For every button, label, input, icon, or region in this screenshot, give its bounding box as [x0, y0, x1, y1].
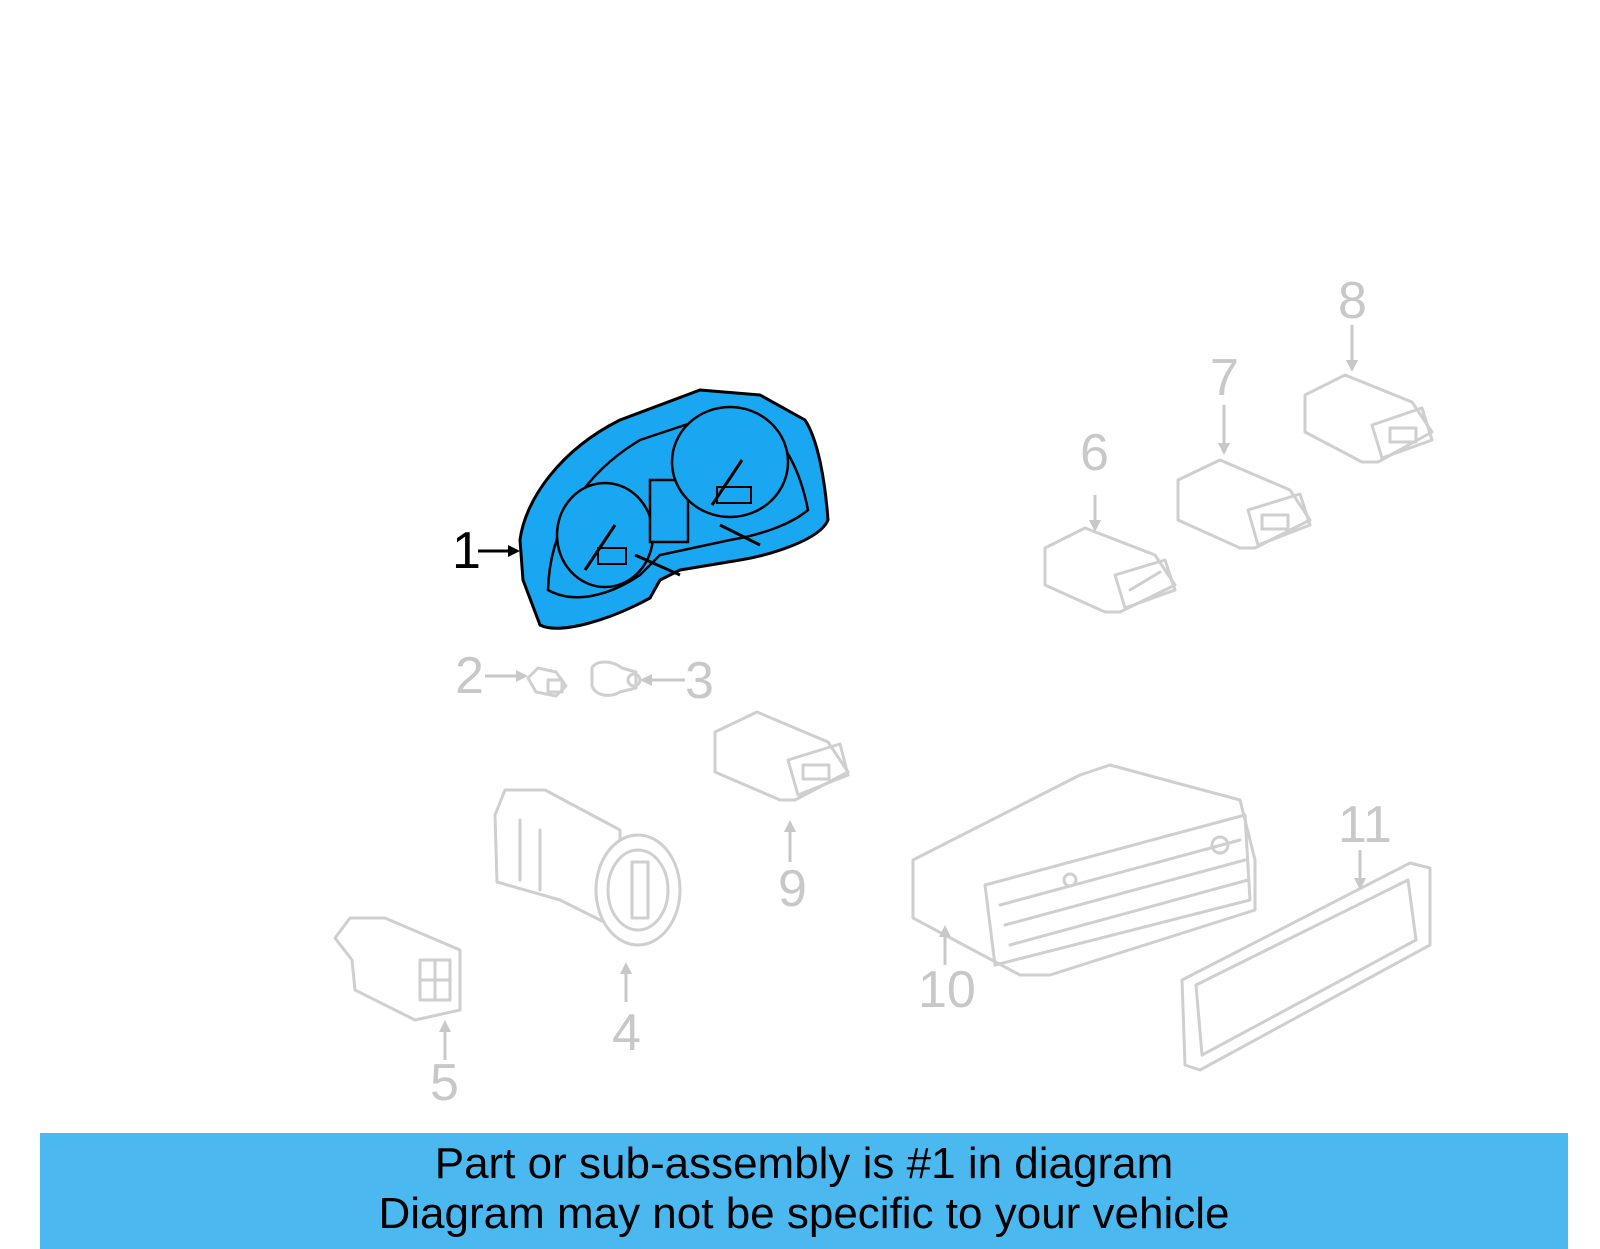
callout-8: 8	[1338, 272, 1367, 330]
switch-part-9[interactable]	[713, 710, 850, 802]
switch-part-7[interactable]	[1176, 458, 1312, 550]
sensor-part-2[interactable]	[526, 666, 568, 698]
callout-3: 3	[685, 652, 714, 710]
callout-1: 1	[452, 522, 481, 580]
callout-4: 4	[612, 1004, 641, 1062]
callout-10: 10	[918, 961, 976, 1019]
climate-control-part-10[interactable]	[911, 763, 1257, 977]
callout-7: 7	[1210, 349, 1239, 407]
callout-9: 9	[778, 860, 807, 918]
callout-2: 2	[455, 647, 484, 705]
switch-part-6[interactable]	[1043, 526, 1177, 614]
switch-part-8[interactable]	[1303, 373, 1434, 464]
instrument-cluster-part-1[interactable]	[518, 388, 830, 630]
headlight-switch-part-4[interactable]	[493, 788, 682, 947]
bulb-part-3[interactable]	[590, 660, 642, 697]
info-banner: Part or sub-assembly is #1 in diagram Di…	[40, 1133, 1568, 1249]
banner-line-1: Part or sub-assembly is #1 in diagram	[434, 1139, 1174, 1188]
callout-11: 11	[1338, 796, 1392, 854]
banner-line-2: Diagram may not be specific to your vehi…	[378, 1189, 1230, 1238]
callout-5: 5	[430, 1054, 459, 1112]
callout-6: 6	[1080, 424, 1109, 482]
switch-part-5[interactable]	[333, 916, 462, 1022]
trim-bezel-part-11[interactable]	[1180, 861, 1432, 1072]
